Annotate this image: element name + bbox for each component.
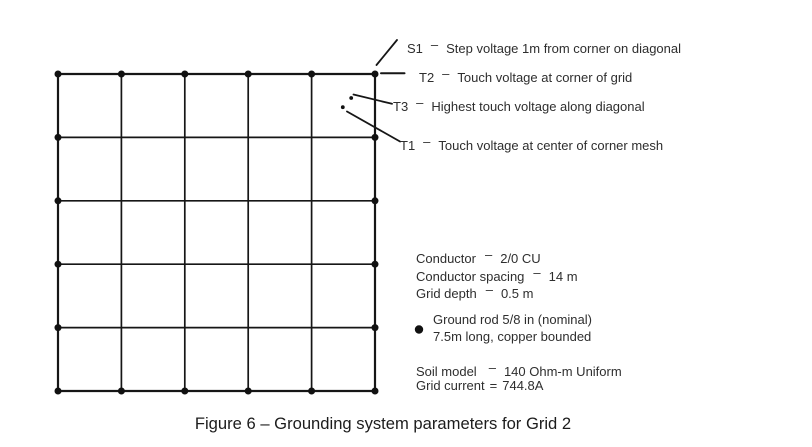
parameter-conductor-name: Conductor bbox=[416, 251, 476, 266]
ground-rod-dot bbox=[244, 387, 252, 395]
ground-rod-dot bbox=[54, 133, 62, 141]
parameter-depth-name: Grid depth bbox=[416, 286, 477, 301]
ground-rod-dot bbox=[371, 387, 379, 395]
parameter-depth: Grid depth–0.5 m bbox=[416, 281, 533, 302]
t1-leader-line bbox=[346, 110, 401, 143]
annotation-t3-text: Highest touch voltage along diagonal bbox=[431, 99, 645, 114]
grid-conductors bbox=[56, 72, 377, 393]
ground-rod-legend-dot bbox=[414, 325, 424, 334]
parameter-conductor-dash: – bbox=[484, 247, 493, 262]
annotation-t1: T1–Touch voltage at center of corner mes… bbox=[400, 133, 663, 154]
annotation-t3-label: T3 bbox=[393, 99, 409, 114]
parameter-grid-current-name: Grid current bbox=[416, 377, 485, 393]
ground-rod-dot bbox=[371, 324, 379, 332]
ground-rod-dot bbox=[181, 70, 189, 78]
figure-caption: Figure 6 – Grounding system parameters f… bbox=[194, 414, 572, 433]
ground-rod-dot bbox=[54, 324, 62, 332]
annotation-t3-dash: – bbox=[416, 95, 424, 110]
parameter-spacing-name: Conductor spacing bbox=[416, 268, 525, 284]
rod-legend-line2: 7.5m long, copper bounded bbox=[433, 328, 592, 344]
annotation-s1-text: Step voltage 1m from corner on diagonal bbox=[446, 41, 681, 56]
parameter-soil-model: Soil model–140 Ohm-m Uniform bbox=[416, 359, 622, 380]
ground-rod-dot bbox=[371, 133, 379, 141]
parameter-depth-dash: – bbox=[485, 282, 493, 297]
ground-rod-dot bbox=[117, 70, 125, 78]
parameter-soil-model-name: Soil model bbox=[416, 364, 477, 379]
parameter-soil-model-dash: – bbox=[488, 360, 496, 375]
ground-rod-dot bbox=[54, 387, 62, 395]
ground-rod-dots bbox=[54, 70, 379, 395]
t1-point-dot bbox=[340, 105, 345, 110]
ground-rod-dot bbox=[54, 260, 62, 268]
annotation-t1-text: Touch voltage at center of corner mesh bbox=[438, 137, 664, 153]
leader-lines bbox=[346, 39, 406, 143]
ground-rod-dot bbox=[371, 70, 379, 78]
parameter-grid-current: Grid current=744.8A bbox=[416, 377, 543, 394]
annotation-s1-label: S1 bbox=[407, 41, 423, 56]
ground-rod-dot bbox=[308, 387, 316, 395]
annotation-t2: T2–Touch voltage at corner of grid bbox=[419, 65, 632, 86]
parameter-spacing-value: 14 m bbox=[548, 268, 578, 284]
annotation-t3: T3–Highest touch voltage along diagonal bbox=[393, 94, 645, 115]
annotation-t2-label: T2 bbox=[419, 70, 435, 85]
parameter-depth-value: 0.5 m bbox=[500, 286, 534, 301]
parameter-conductor: Conductor–2/0 CU bbox=[416, 246, 541, 267]
parameter-spacing-dash: – bbox=[533, 264, 541, 280]
ground-rod-dot bbox=[244, 70, 252, 78]
annotation-s1: S1–Step voltage 1m from corner on diagon… bbox=[407, 36, 681, 57]
annotation-t1-dash: – bbox=[423, 133, 431, 149]
ground-rod-dot bbox=[371, 197, 379, 205]
parameter-spacing: Conductor spacing–14 m bbox=[416, 264, 578, 285]
parameter-grid-current-equals: = bbox=[489, 377, 498, 393]
ground-rod-dot bbox=[181, 387, 189, 395]
s1-leader-line bbox=[375, 39, 398, 66]
parameter-soil-model-value: 140 Ohm-m Uniform bbox=[503, 364, 622, 379]
ground-rod-dot bbox=[54, 197, 62, 205]
parameter-conductor-value: 2/0 CU bbox=[500, 251, 541, 266]
annotation-t2-dash: – bbox=[442, 66, 450, 81]
ground-rod-dot bbox=[371, 260, 379, 268]
t3-leader-line bbox=[352, 93, 393, 105]
ground-rod-dot bbox=[308, 70, 316, 78]
annotation-t1-label: T1 bbox=[400, 137, 416, 153]
annotation-t2-text: Touch voltage at corner of grid bbox=[457, 70, 633, 85]
annotation-s1-dash: – bbox=[430, 37, 439, 52]
parameter-grid-current-value: 744.8A bbox=[502, 377, 544, 393]
ground-rod-dot bbox=[117, 387, 125, 395]
t3-point-dot bbox=[349, 96, 354, 100]
rod-legend-line1: Ground rod 5/8 in (nominal) bbox=[433, 311, 592, 327]
ground-rod-dot bbox=[54, 70, 62, 78]
